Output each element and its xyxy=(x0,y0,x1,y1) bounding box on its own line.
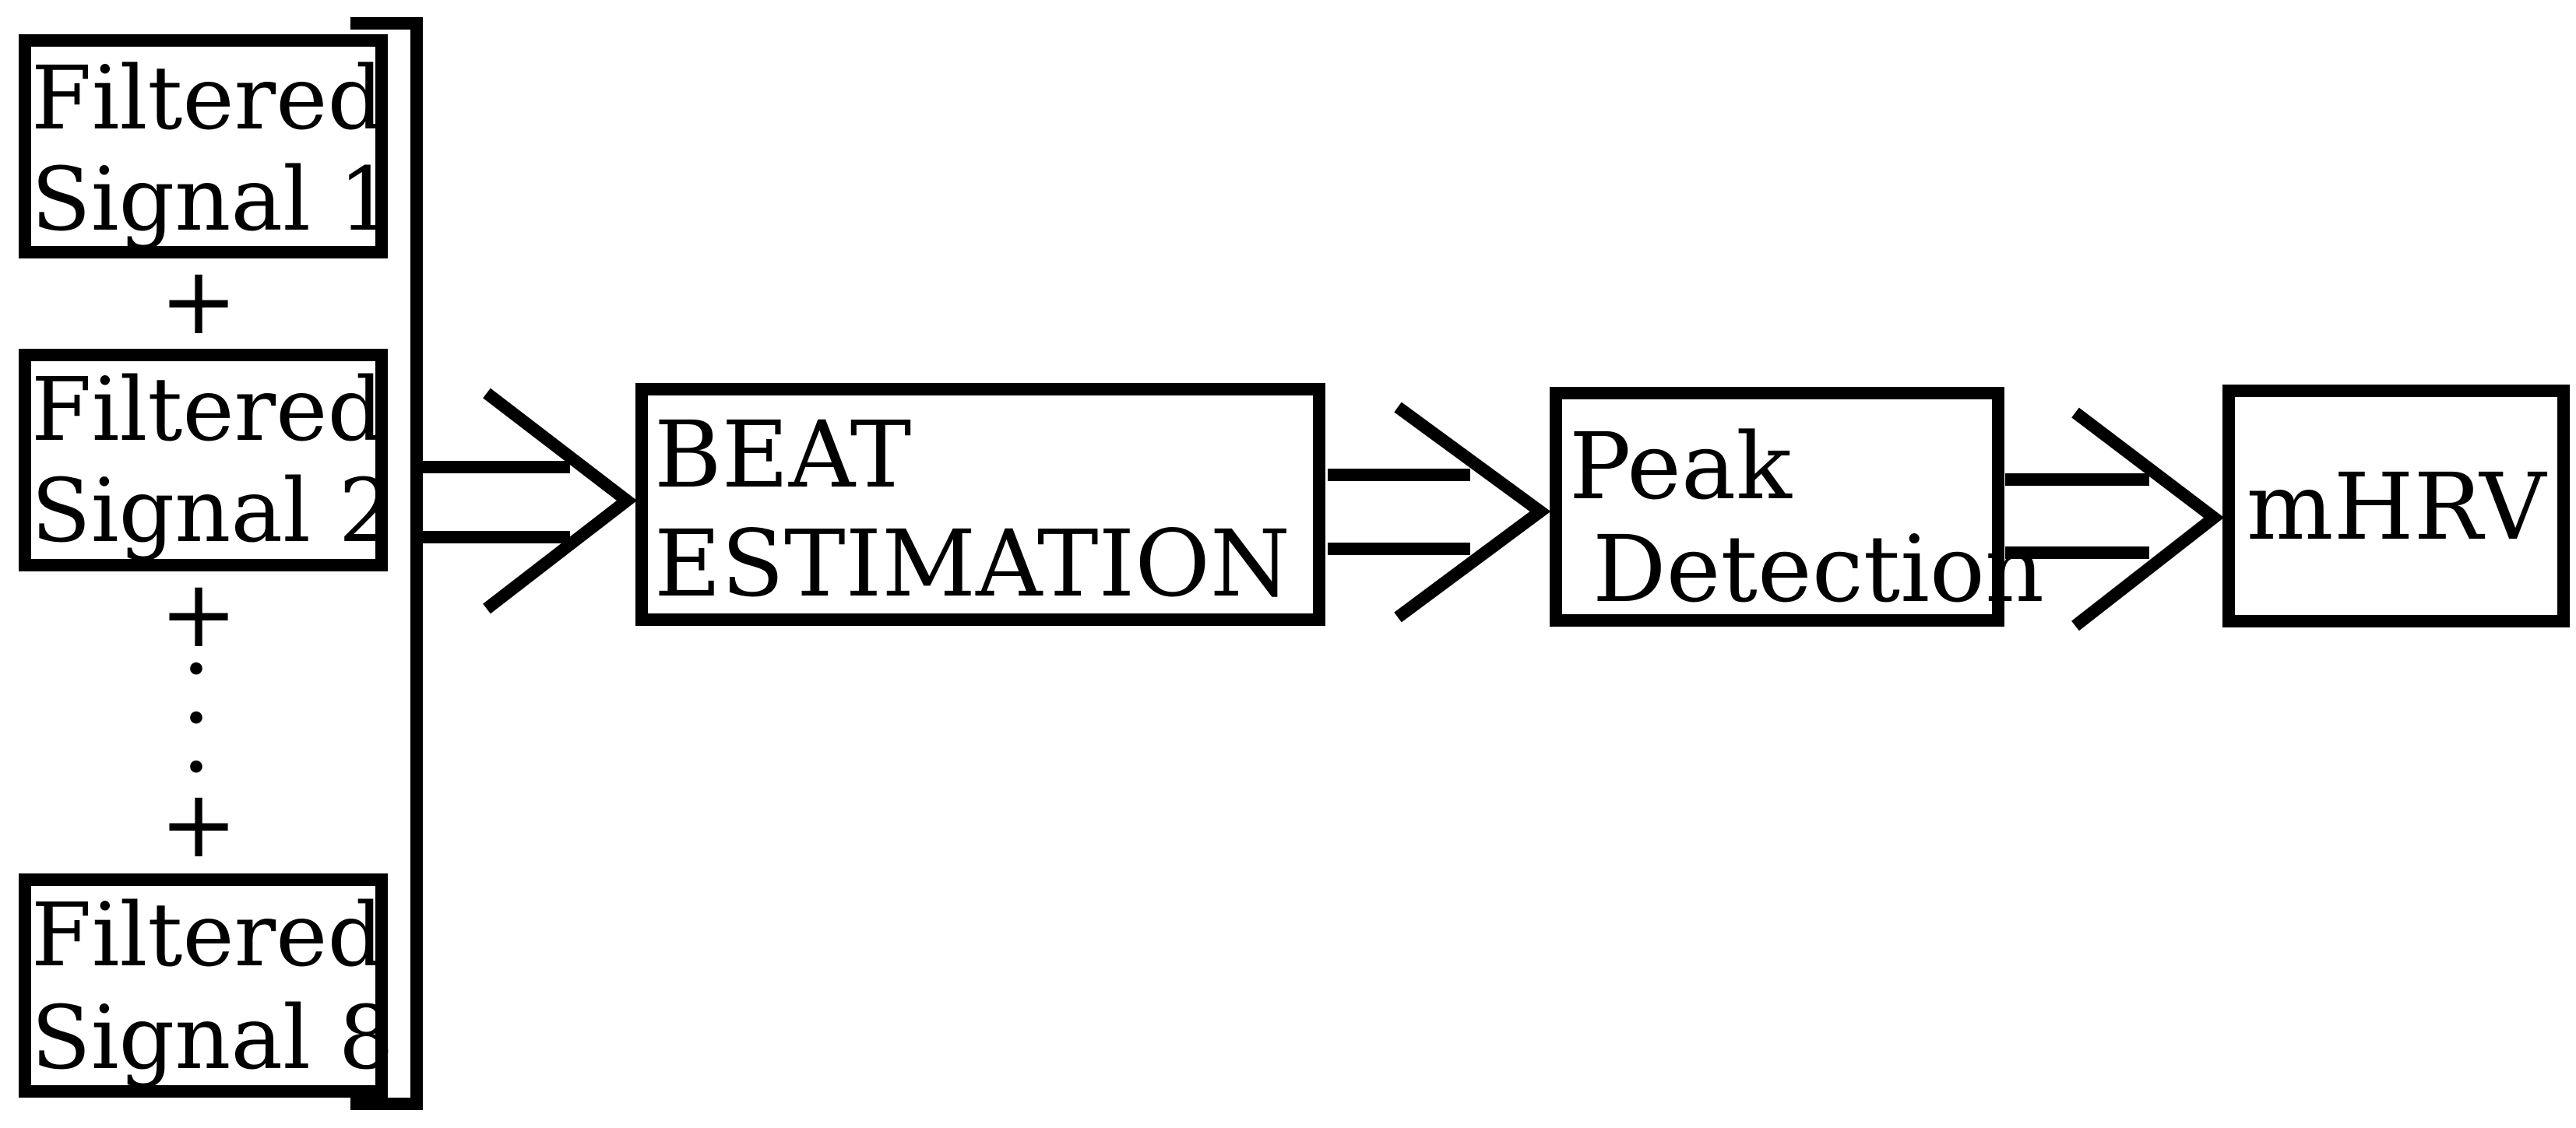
beat-estimation-frame xyxy=(635,383,1325,626)
arrow-2-head xyxy=(1394,402,1551,623)
input-box-8-frame xyxy=(19,873,388,1098)
input-box-2-frame xyxy=(19,349,388,571)
plus-sign-2: + xyxy=(160,560,238,669)
peak-detection-line2: Detection xyxy=(1592,515,2044,623)
mhrv-frame xyxy=(2222,385,2570,627)
input-box-1-frame xyxy=(19,34,388,258)
input-box-8-line1: Filtered xyxy=(31,885,383,986)
mhrv-box: mHRV xyxy=(2222,385,2570,627)
mhrv-label: mHRV xyxy=(2247,453,2547,560)
arrow-3-head xyxy=(2071,407,2225,631)
beat-estimation-line2: ESTIMATION xyxy=(654,510,1290,617)
plus-sign-3: + xyxy=(160,771,238,879)
input-box-2-line2: Signal 2 xyxy=(31,461,394,562)
input-box-8-line2: Signal 8 xyxy=(31,988,394,1089)
ellipsis-dot-2: . xyxy=(181,637,211,745)
input-box-1-line2: Signal 1 xyxy=(31,149,394,251)
plus-sign-1: + xyxy=(160,248,238,356)
input-box-1-line1: Filtered xyxy=(31,48,383,149)
beat-estimation-box: BEAT ESTIMATION xyxy=(635,383,1325,626)
ellipsis-dot-1: . xyxy=(181,588,211,696)
input-box-signal-1: Filtered Signal 1 xyxy=(19,34,394,258)
input-box-signal-2: Filtered Signal 2 xyxy=(19,349,394,571)
arrow-inputs-to-beat-estimation xyxy=(417,388,638,614)
ellipsis-dot-3: . xyxy=(181,686,211,794)
input-box-signal-8: Filtered Signal 8 xyxy=(19,873,394,1098)
beat-estimation-line1: BEAT xyxy=(654,401,911,508)
arrow-1-head xyxy=(483,388,638,614)
arrow-peak-to-mhrv xyxy=(2005,407,2225,631)
arrow-beat-to-peak xyxy=(1328,402,1551,623)
input-group-bracket xyxy=(350,17,423,1110)
peak-detection-frame xyxy=(1550,387,2004,627)
peak-detection-box: Peak Detection xyxy=(1550,387,2044,627)
peak-detection-line1: Peak xyxy=(1569,413,1793,520)
input-box-2-line1: Filtered xyxy=(31,360,383,461)
